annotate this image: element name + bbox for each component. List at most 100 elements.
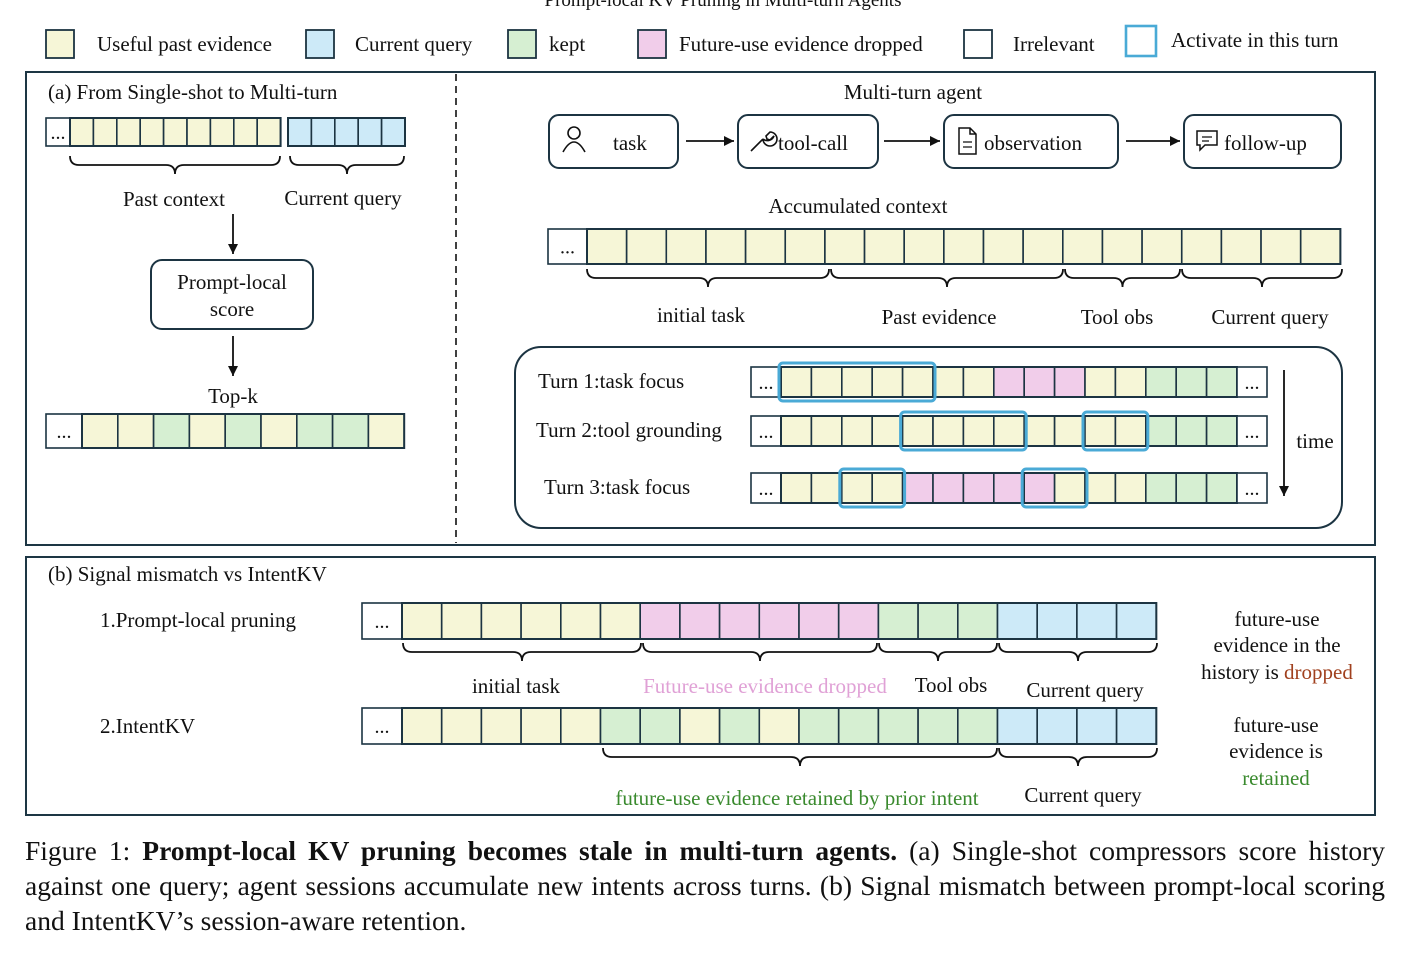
legend-irrelevant-swatch	[963, 29, 993, 59]
row1-ellipsis-cell	[361, 602, 403, 640]
topk-row-ellipsis: ...	[57, 421, 72, 443]
accumulated-row-cell	[665, 228, 707, 265]
turn-2-row-cell	[871, 415, 904, 447]
topk-row-cell	[152, 413, 191, 449]
topk-row-cell	[295, 413, 334, 449]
chat-icon	[1196, 130, 1218, 152]
row1-group-tool-obs: Tool obs	[915, 673, 988, 697]
row2-cell	[639, 707, 681, 745]
group-tool-obs: Tool obs	[1081, 305, 1154, 329]
turn-2-row-cell	[1114, 415, 1147, 447]
turn-1-activate-box	[777, 361, 937, 403]
topk-row-cell	[260, 413, 298, 449]
turn-2-row-cell	[1175, 415, 1208, 447]
row1-brace-tool-obs	[878, 642, 998, 662]
past-context-row-frame	[69, 117, 282, 147]
group-current-query: Current query	[1211, 305, 1329, 329]
row1-note-line1: future-use	[1234, 607, 1319, 631]
current-query-row-cell	[310, 117, 336, 147]
document-icon	[958, 127, 977, 155]
brace-current-query	[1181, 268, 1343, 288]
turn-3-row-end-ellipsis: ...	[1245, 478, 1260, 500]
turn-1-row-end-ellipsis-cell	[1236, 366, 1268, 398]
caption-bold: Prompt-local KV pruning becomes stale in…	[142, 835, 898, 866]
accumulated-row-cell	[903, 228, 945, 265]
turn-3-row-cell	[1114, 472, 1147, 504]
row2-brace-current-query	[998, 747, 1158, 767]
turn-3-row-cell	[1145, 472, 1178, 504]
legend-query-label: Current query	[355, 32, 473, 56]
legend-dropped-label: Future-use evidence dropped	[679, 32, 923, 56]
turn-1-row-cell	[992, 366, 1025, 398]
past-context-row-ellipsis-cell	[45, 117, 71, 147]
turns-container	[514, 346, 1343, 529]
legend-activate-label: Activate in this turn	[1171, 28, 1339, 52]
figure-title: Prompt-local KV Pruning in Multi-turn Ag…	[545, 0, 902, 11]
row2-note-line1: future-use	[1233, 713, 1318, 737]
caption-rest: (a) Single-shot compressors score histor…	[25, 835, 1386, 936]
past-context-row-cell	[116, 117, 142, 147]
row1-group-initial-task: initial task	[472, 674, 561, 698]
accumulated-row-cell	[1062, 228, 1104, 265]
turn-2-activate-box	[1081, 410, 1150, 452]
legend-useful-swatch	[45, 29, 75, 59]
turn-3-label: Turn 3:task focus	[544, 475, 690, 499]
turn-2-row-cell	[840, 415, 873, 447]
legend-query-swatch	[305, 29, 335, 59]
past-context-row-cell	[69, 117, 95, 147]
agent-step-label-follow-up: follow-up	[1224, 131, 1307, 155]
legend-dropped-swatch	[637, 29, 667, 59]
row1-frame	[401, 602, 1158, 640]
legend-irrelevant-label: Irrelevant	[1013, 32, 1095, 56]
row1-cell	[956, 602, 999, 640]
row1-label: 1.Prompt-local pruning	[100, 608, 296, 632]
accumulated-row-cell	[1022, 228, 1064, 265]
accumulated-row-cell	[1180, 228, 1223, 265]
row2-cell	[917, 707, 959, 745]
past-context-row-cell	[209, 117, 235, 147]
turn-1-row-cell	[932, 366, 965, 398]
turn-2-row-cell	[992, 415, 1025, 447]
turn-2-row-end-ellipsis: ...	[1245, 421, 1260, 443]
row1-note-line2: evidence in the	[1213, 633, 1340, 657]
row2-cell	[1076, 707, 1118, 745]
row1-brace-initial-task	[402, 642, 642, 662]
turn-3-row-ellipsis: ...	[759, 478, 774, 500]
turn-1-row-cell	[1175, 366, 1208, 398]
row2-group-future-retained: future-use evidence retained by prior in…	[615, 786, 978, 810]
time-label: time	[1296, 429, 1333, 453]
legend-kept-label: kept	[549, 32, 585, 56]
turn-1-row-end-ellipsis: ...	[1245, 372, 1260, 394]
figure-caption: Figure 1: Prompt-local KV pruning become…	[25, 833, 1385, 938]
row2-group-current-query: Current query	[1024, 783, 1142, 807]
agent-step-task-box	[548, 114, 679, 169]
current-query-row-cell	[380, 117, 406, 147]
row1-cell	[877, 602, 919, 640]
row2-cell	[559, 707, 602, 745]
turn-3-row-ellipsis-cell	[750, 472, 782, 504]
row2-cell	[996, 707, 1039, 745]
row1-cell	[758, 602, 800, 640]
turn-3-row-cell	[932, 472, 965, 504]
panel-b-frame	[25, 556, 1376, 816]
row2-cell	[877, 707, 919, 745]
agent-step-tool-call-box	[737, 114, 879, 169]
time-arrow-head	[1279, 486, 1289, 496]
current-query-row-cell	[357, 117, 383, 147]
row2-label: 2.IntentKV	[100, 714, 195, 738]
turn-2-row-cell	[1145, 415, 1178, 447]
document-lines-icon	[963, 141, 972, 148]
current-query-label: Current query	[284, 186, 402, 210]
row2-note-retained: retained	[1242, 766, 1310, 790]
agent-arrow-1-head	[724, 136, 734, 146]
row1-cell	[718, 602, 761, 640]
panel-a-title: (a) From Single-shot to Multi-turn	[48, 80, 338, 104]
accumulated-row-cell	[1141, 228, 1183, 265]
row2-cell	[758, 707, 800, 745]
accumulated-row-cell	[625, 228, 668, 265]
panel-b-title: (b) Signal mismatch vs IntentKV	[48, 562, 327, 586]
turn-3-row-cell	[1084, 472, 1117, 504]
agent-step-label-task: task	[613, 131, 647, 155]
row2-cell	[1036, 707, 1078, 745]
turn-1-row-cell	[1145, 366, 1178, 398]
